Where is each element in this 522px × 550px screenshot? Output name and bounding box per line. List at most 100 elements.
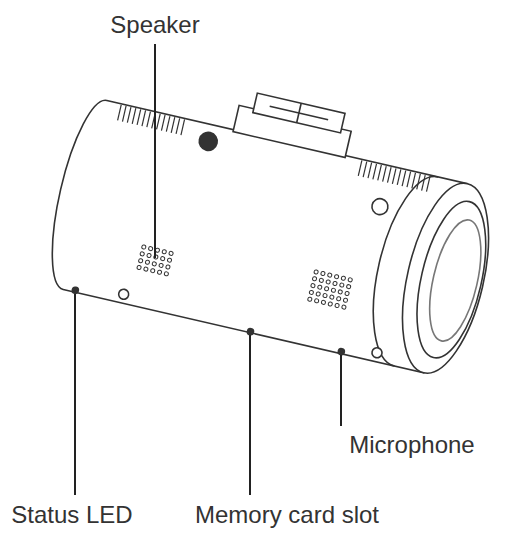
grill-hole bbox=[314, 270, 319, 275]
grill-hole bbox=[345, 291, 350, 296]
vent-slot bbox=[373, 164, 377, 180]
vent-slot bbox=[388, 167, 392, 183]
grill-hole bbox=[148, 246, 153, 251]
vent-slot bbox=[157, 114, 161, 130]
vents bbox=[358, 160, 430, 191]
grill-hole bbox=[334, 274, 339, 279]
grill-hole bbox=[309, 290, 314, 295]
grill-hole bbox=[159, 263, 164, 268]
part-label: Speaker bbox=[110, 12, 199, 38]
part-label: Microphone bbox=[349, 432, 474, 458]
vent-slot bbox=[363, 162, 367, 178]
vent-slot bbox=[181, 119, 185, 135]
card-slot-point bbox=[247, 328, 254, 335]
grill-hole bbox=[307, 297, 312, 302]
grill bbox=[307, 270, 352, 310]
lens-cap bbox=[387, 175, 505, 381]
vent-slot bbox=[368, 163, 372, 179]
vent-slot bbox=[407, 172, 411, 188]
grill-hole bbox=[346, 284, 351, 289]
grill-hole bbox=[331, 288, 336, 293]
grill-hole bbox=[341, 276, 346, 281]
vents bbox=[118, 105, 185, 135]
vent-slot bbox=[358, 160, 362, 176]
leader-line bbox=[340, 355, 342, 426]
grill-hole bbox=[157, 270, 162, 275]
grill-hole bbox=[328, 302, 333, 307]
vent-slot bbox=[422, 175, 426, 191]
grill-hole bbox=[324, 286, 329, 291]
grill-hole bbox=[317, 285, 322, 290]
vent-slot bbox=[142, 110, 146, 126]
vent-slot bbox=[412, 173, 416, 189]
microphone-point bbox=[338, 348, 345, 355]
part-label: Memory card slot bbox=[195, 502, 379, 528]
grill-hole bbox=[343, 298, 348, 303]
grill-hole bbox=[348, 277, 353, 282]
vent-slot bbox=[166, 116, 170, 132]
part-label: Status LED bbox=[11, 502, 132, 528]
grill-hole bbox=[164, 271, 169, 276]
grill-hole bbox=[160, 256, 165, 261]
vent-slot bbox=[118, 105, 122, 121]
grill-hole bbox=[327, 273, 332, 278]
lens-ring bbox=[404, 195, 498, 364]
vent-slot bbox=[127, 107, 131, 123]
grill-hole bbox=[329, 295, 334, 300]
housing-hole bbox=[371, 347, 383, 359]
grill-hole bbox=[316, 292, 321, 297]
vent-slot bbox=[137, 109, 141, 125]
lens-ring bbox=[420, 215, 491, 346]
grill-hole bbox=[319, 278, 324, 283]
vent-slot bbox=[147, 112, 151, 128]
vent-slot bbox=[402, 171, 406, 187]
grill-hole bbox=[311, 283, 316, 288]
vent-slot bbox=[122, 106, 126, 122]
grill-hole bbox=[321, 271, 326, 276]
vent-slot bbox=[426, 176, 430, 192]
leader-line bbox=[154, 44, 156, 258]
grill-hole bbox=[167, 258, 172, 263]
grill-hole bbox=[321, 300, 326, 305]
housing-hole bbox=[118, 288, 130, 300]
grill-hole bbox=[333, 281, 338, 286]
grill-hole bbox=[323, 293, 328, 298]
leader-line bbox=[249, 335, 251, 495]
grill-hole bbox=[338, 290, 343, 295]
grill-hole bbox=[150, 268, 155, 273]
grill-hole bbox=[166, 265, 171, 270]
grill-hole bbox=[140, 251, 145, 256]
mount-plate bbox=[253, 93, 345, 133]
vent-slot bbox=[132, 108, 136, 124]
grill-hole bbox=[314, 298, 319, 303]
grill-hole bbox=[147, 253, 152, 258]
grill-hole bbox=[169, 251, 174, 256]
leader-line bbox=[74, 294, 76, 495]
leader-lines bbox=[75, 44, 341, 495]
grill-hole bbox=[137, 265, 142, 270]
grill-hole bbox=[152, 261, 157, 266]
grill-hole bbox=[138, 258, 143, 263]
vent-slot bbox=[392, 168, 396, 184]
grill-hole bbox=[326, 280, 331, 285]
grill-hole bbox=[335, 303, 340, 308]
grill-hole bbox=[339, 283, 344, 288]
mount-screw bbox=[197, 131, 219, 153]
vent-slot bbox=[383, 166, 387, 182]
vent-slot bbox=[397, 169, 401, 185]
grill-hole bbox=[141, 245, 146, 250]
grill-hole bbox=[143, 267, 148, 272]
grill-hole bbox=[162, 249, 167, 254]
status-led-point bbox=[72, 287, 79, 294]
vent-slot bbox=[171, 117, 175, 133]
grill-hole bbox=[342, 305, 347, 310]
grill-hole bbox=[336, 296, 341, 301]
mount-detail bbox=[297, 103, 301, 122]
vent-slot bbox=[378, 165, 382, 181]
grill-hole bbox=[312, 276, 317, 281]
grill-hole bbox=[145, 260, 150, 265]
vent-slot bbox=[417, 174, 421, 190]
vent-slot bbox=[161, 115, 165, 131]
